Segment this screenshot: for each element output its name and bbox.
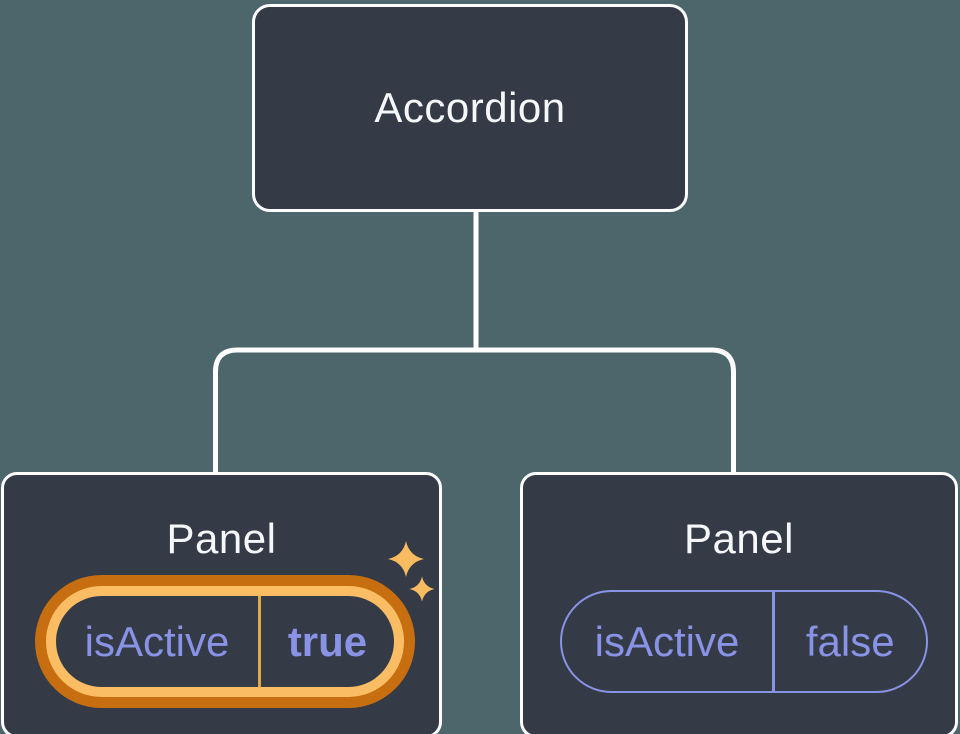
accordion-node-label: Accordion: [374, 84, 566, 131]
accordion-node: Accordion: [252, 4, 688, 212]
prop-value-label: false: [805, 617, 895, 665]
sparkle-icon: [388, 541, 435, 602]
sparkle-large-icon: [388, 541, 424, 577]
panel-node-title: Panel: [684, 515, 794, 562]
state-pill-active-ring: isActive true: [46, 586, 404, 697]
state-pill-active-highlight: isActive true: [35, 575, 415, 708]
prop-name-label: isActive: [84, 617, 230, 665]
panel-node-inactive: Panel isActive false: [520, 472, 958, 734]
panel-node-title: Panel: [166, 515, 277, 562]
panel-node-active: Panel isActive true: [1, 472, 442, 734]
pill-divider: [258, 596, 261, 687]
pill-divider: [772, 592, 775, 691]
state-pill-inactive: isActive false: [560, 590, 928, 693]
sparkle-small-icon: [409, 576, 435, 602]
connector-branch: [213, 347, 736, 478]
prop-name-label: isActive: [594, 617, 740, 665]
state-pill-active: isActive true: [56, 596, 394, 687]
prop-value-label: true: [287, 617, 368, 665]
